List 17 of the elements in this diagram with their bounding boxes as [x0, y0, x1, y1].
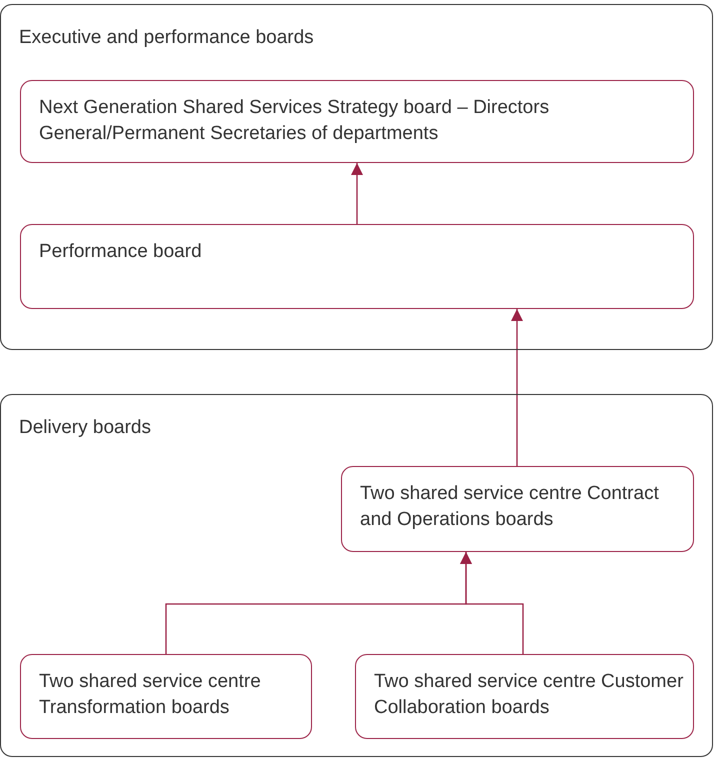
board-label: Two shared service centre Contract and Operations boards — [360, 482, 660, 532]
board-label: Two shared service centre Transformation boards — [39, 670, 262, 720]
board-box — [355, 654, 694, 739]
group-panel — [0, 4, 713, 350]
group-heading: Executive and performance boards — [19, 26, 314, 50]
group-panel — [0, 394, 713, 757]
arrow — [460, 552, 524, 654]
group-heading: Delivery boards — [19, 416, 151, 440]
board-box — [20, 80, 694, 163]
board-box — [20, 654, 312, 739]
board-label: Two shared service centre Customer Collaboration boards — [374, 670, 684, 720]
arrow — [351, 163, 363, 224]
board-label: Next Generation Shared Services Strategy board – Directors General/Permanent Secretaries of departments — [39, 96, 550, 146]
board-label: Performance board — [39, 240, 203, 264]
board-box — [341, 466, 694, 552]
board-box — [20, 224, 694, 309]
arrow — [511, 309, 523, 466]
